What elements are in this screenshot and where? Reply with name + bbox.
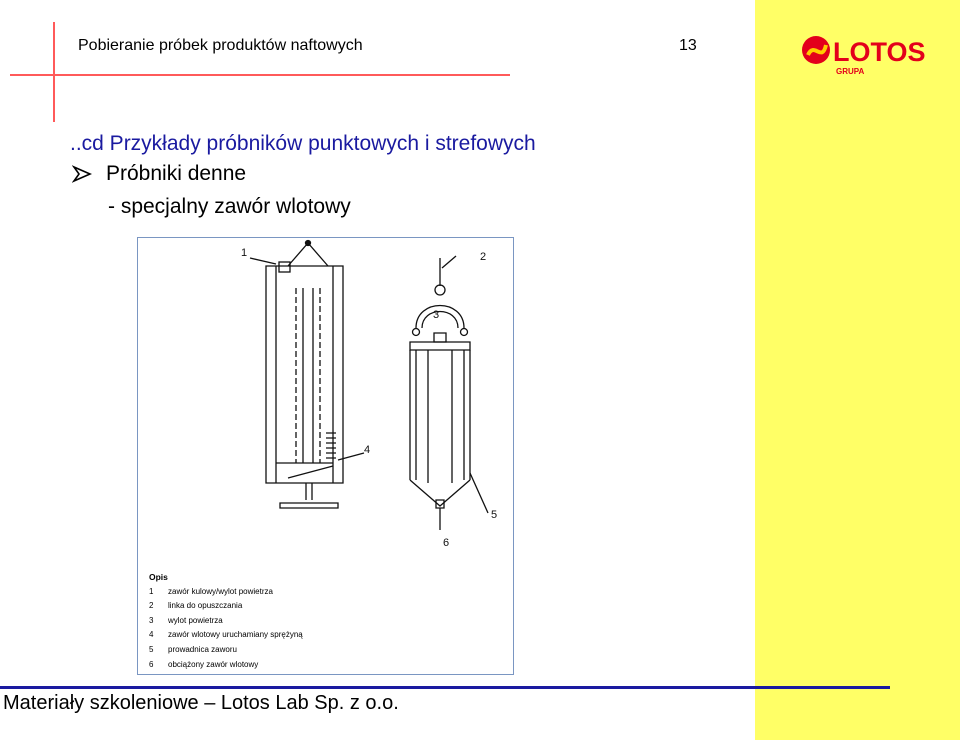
arrow-bullet-icon [72, 165, 92, 183]
red-vertical-rule [53, 22, 55, 122]
legend-text: prowadnica zaworu [168, 644, 237, 654]
red-horizontal-rule [10, 74, 510, 76]
sampler-figure: 1 2 3 4 5 6 Opis 1 zawór kulowy/wylot pow… [137, 237, 514, 675]
legend-text: linka do opuszczania [168, 601, 243, 611]
page-number: 13 [679, 37, 697, 54]
header-title: Pobieranie próbek produktów naftowych [78, 37, 363, 54]
callout-1: 1 [241, 247, 247, 259]
callout-5: 5 [491, 509, 497, 521]
footer-rule [0, 686, 890, 689]
legend-row: 4 zawór wlotowy uruchamiany sprężyną [149, 628, 303, 643]
legend-text: zawór kulowy/wylot powietrza [168, 586, 273, 596]
dash-line-text: - specjalny zawór wlotowy [108, 195, 351, 218]
callout-3: 3 [433, 309, 439, 321]
bullet-text: Próbniki denne [106, 162, 247, 185]
legend-number: 2 [149, 601, 154, 611]
slide-subtitle: ..cd Przykłady próbników punktowych i st… [70, 132, 536, 155]
callout-6: 6 [443, 537, 449, 549]
legend-row: 3 wylot powietrza [149, 614, 303, 629]
legend-text: obciążony zawór wlotowy [168, 659, 259, 669]
callout-2: 2 [480, 251, 486, 263]
legend-title: Opis [149, 572, 168, 582]
legend-row: 6 obciążony zawór wlotowy [149, 658, 303, 673]
lotos-logo: LOTOS GRUPA [802, 36, 925, 76]
legend-number: 1 [149, 586, 154, 596]
figure-legend: Opis 1 zawór kulowy/wylot powietrza 2 link… [149, 570, 303, 672]
legend-text: zawór wlotowy uruchamiany sprężyną [168, 630, 303, 640]
bullet-item: Próbniki denne [72, 162, 246, 186]
footer-text: Materiały szkoleniowe – Lotos Lab Sp. z … [3, 692, 399, 714]
legend-number: 4 [149, 630, 154, 640]
logo-text: LOTOS [833, 37, 925, 67]
legend-number: 5 [149, 644, 154, 654]
legend-row: 2 linka do opuszczania [149, 599, 303, 614]
yellow-side-band [755, 0, 960, 740]
legend-number: 6 [149, 659, 154, 669]
sampler-diagram: 1 2 3 4 5 6 [241, 239, 497, 549]
legend-row: 5 prowadnica zaworu [149, 643, 303, 658]
legend-text: wylot powietrza [168, 615, 223, 625]
logo-subtext: GRUPA [836, 67, 865, 76]
legend-row: 1 zawór kulowy/wylot powietrza [149, 585, 303, 600]
callout-4: 4 [364, 444, 370, 456]
legend-number: 3 [149, 615, 154, 625]
